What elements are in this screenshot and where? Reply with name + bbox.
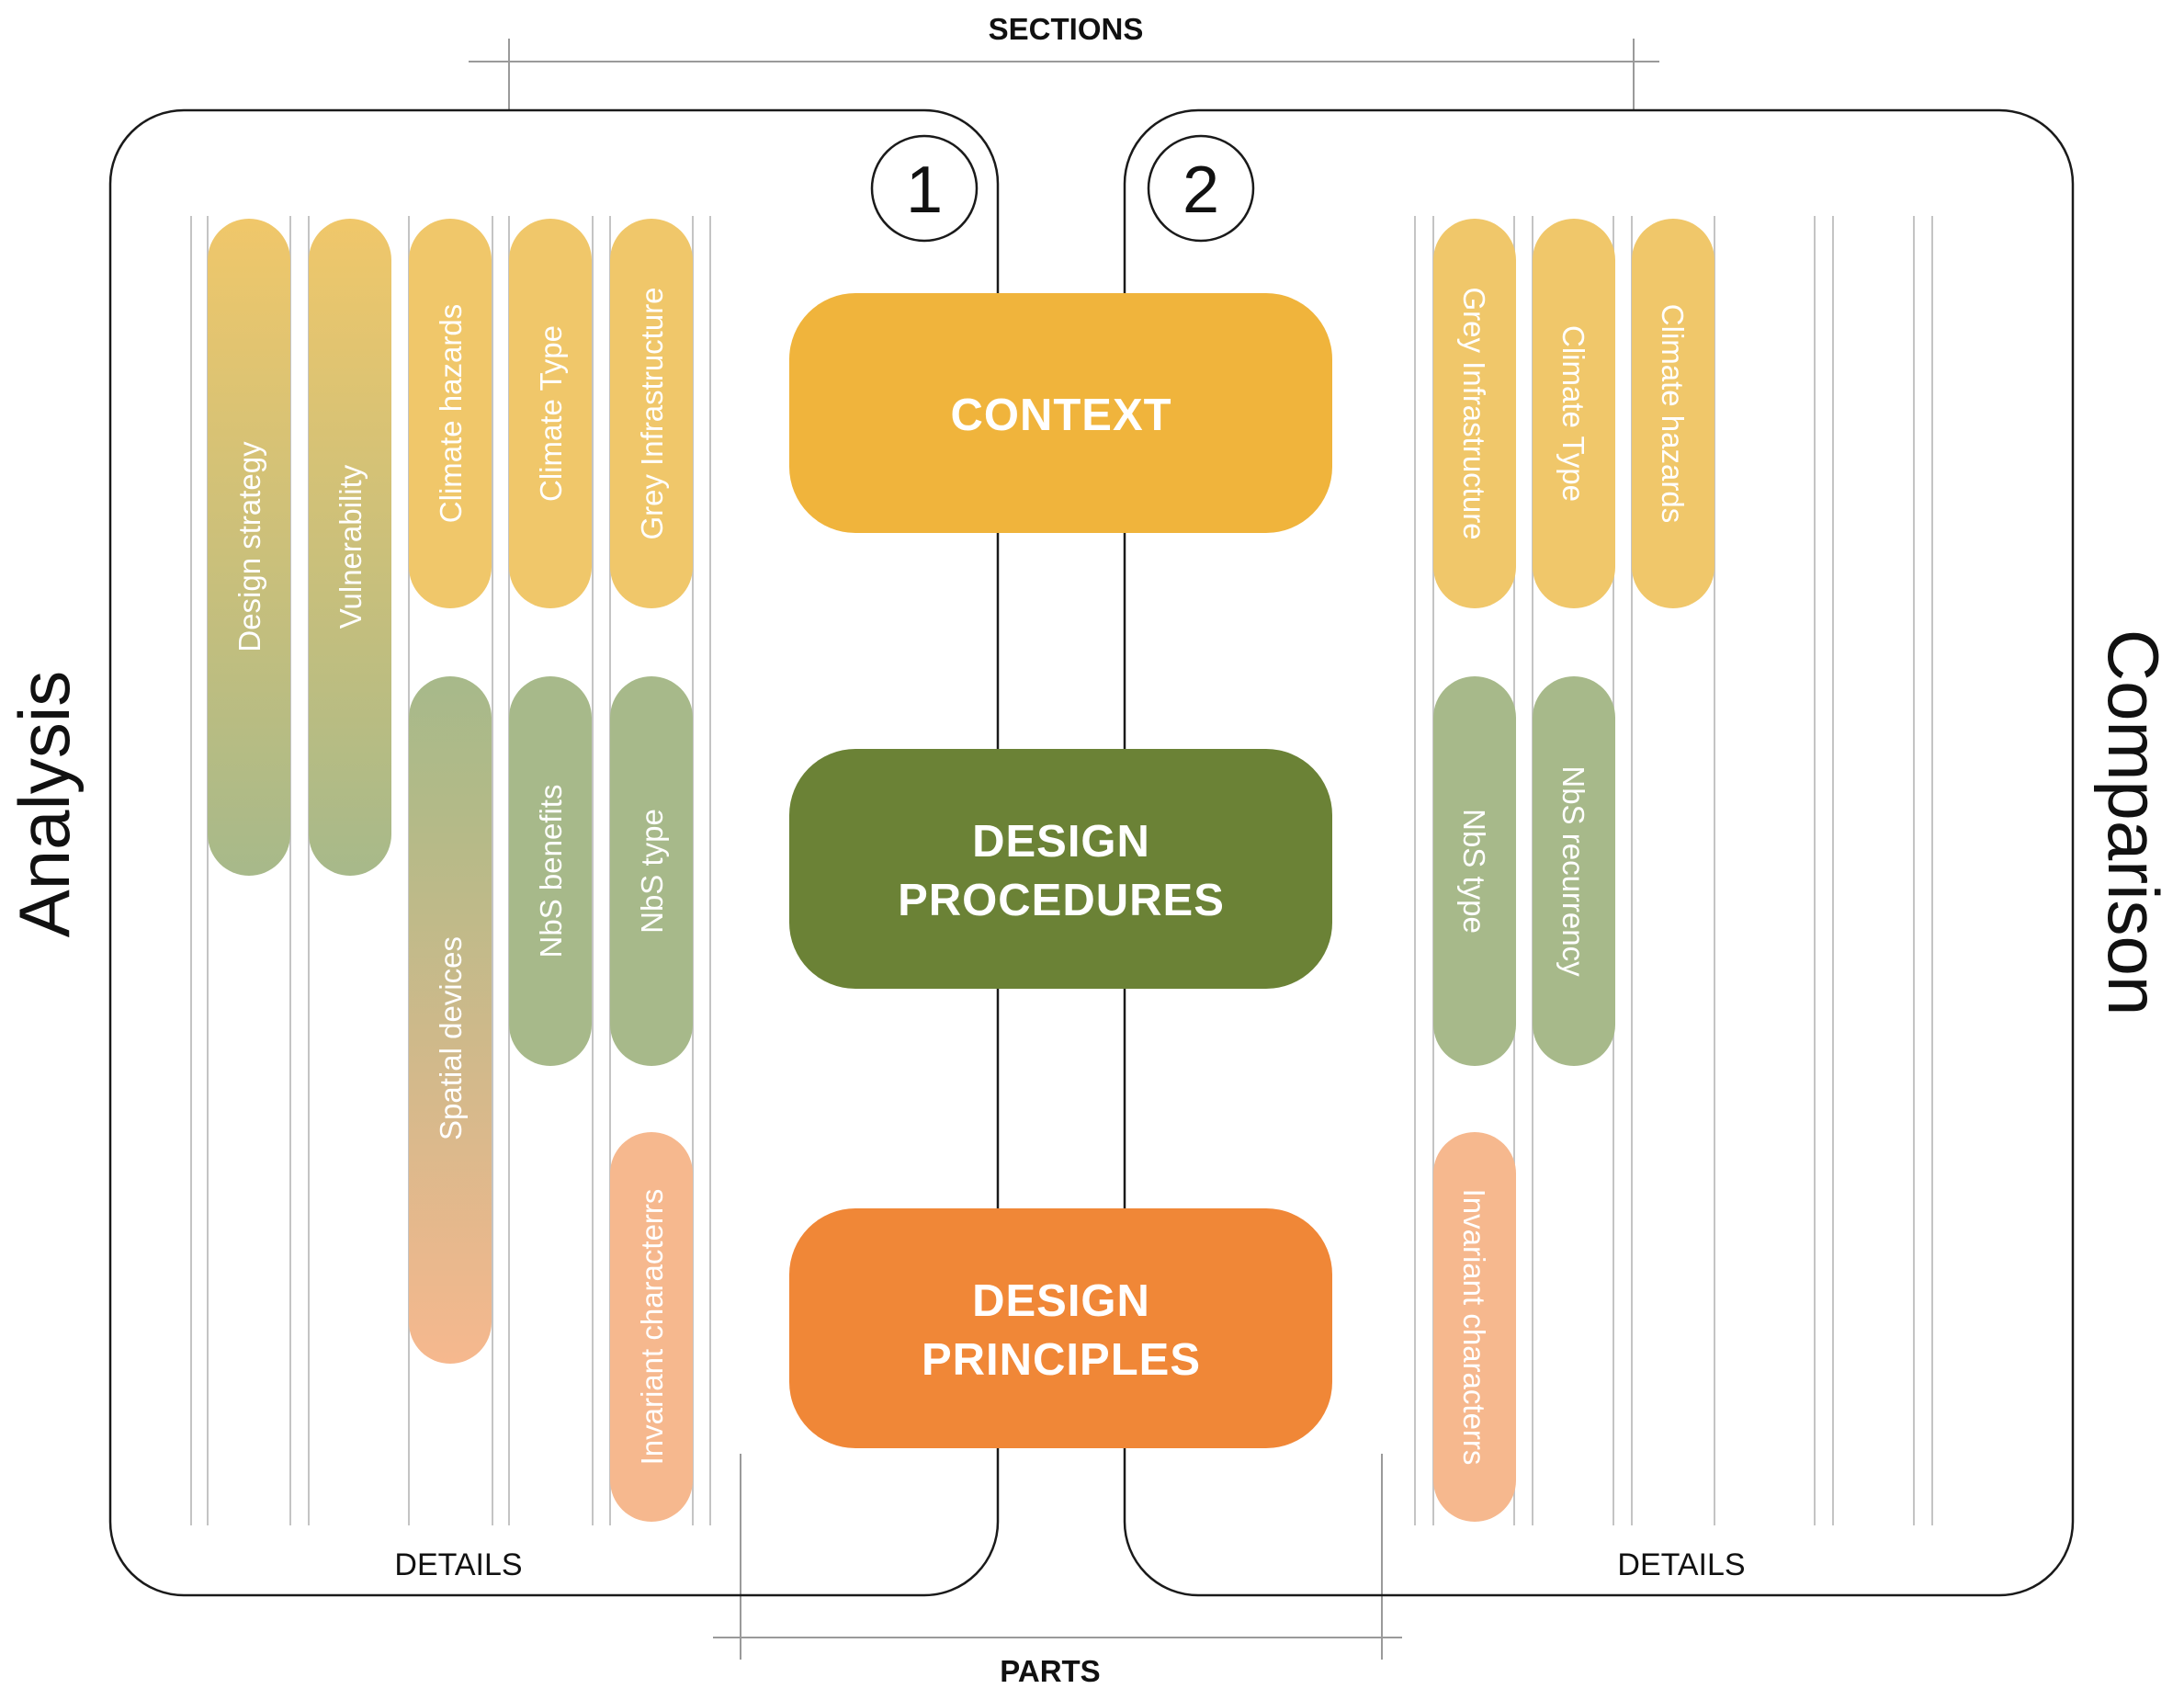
design-principles-box: DESIGN PRINCIPLES [789,1208,1332,1448]
number-1: 1 [906,153,943,227]
panel-right-outline [1123,108,2075,1597]
sections-dimension [469,39,1659,110]
pill-right-climate-hazards [1632,219,1714,608]
design-principles-label-line2: PRINCIPLES [922,1335,1201,1385]
pill-right-label-nbs-recurrency: NbS recurrency [1556,765,1590,977]
pill-vulnerability [309,219,391,876]
details-label-left: DETAILS [394,1547,522,1582]
panel-left-outline [108,108,1000,1597]
pill-label-spatial-devices: Spatial devices [434,936,468,1140]
pill-right-grey-infrastructure [1433,219,1516,608]
pill-design-strategy [208,219,290,876]
pill-right-invariant-characters [1433,1132,1516,1522]
pill-label-climate-hazards: Climate hazards [434,304,468,523]
left-pills: Design strategy Vulnerability Climate ha… [208,219,693,1522]
comparison-title: Comparison [2093,629,2174,1016]
context-box: CONTEXT [789,293,1332,533]
pill-label-nbs-benefits: NbS benefits [534,785,568,958]
pill-right-climate-type [1533,219,1615,608]
pill-label-nbs-type: NbS type [635,809,669,934]
number-circle-2 [1147,134,1255,243]
pill-climate-hazards [409,219,492,608]
design-procedures-label-line2: PROCEDURES [898,876,1225,925]
pill-right-label-climate-type: Climate Type [1556,325,1590,502]
pill-grey-infrastructure [610,219,693,608]
parts-label: PARTS [1000,1654,1100,1688]
pill-invariant-characters [610,1132,693,1522]
details-label-right: DETAILS [1617,1547,1745,1582]
sections-label: SECTIONS [989,12,1144,46]
context-box-label: CONTEXT [950,391,1171,440]
pill-label-grey-infrastructure: Grey Infrastructure [635,287,669,539]
right-pills: Grey Infrastructure Climate Type Climate… [1433,219,1714,1522]
pill-right-label-grey-infrastructure: Grey Infrastructure [1457,287,1491,539]
pill-right-nbs-type [1433,676,1516,1066]
pill-label-climate-type: Climate Type [534,325,568,502]
analysis-title: Analysis [4,671,85,937]
number-2: 2 [1183,153,1219,227]
pill-right-label-climate-hazards: Climate hazards [1656,304,1690,523]
pill-right-nbs-recurrency [1533,676,1615,1066]
pill-right-label-invariant-characters: Invariant characterrs [1457,1189,1491,1466]
design-procedures-label-line1: DESIGN [972,817,1150,867]
pill-label-design-strategy: Design strategy [232,441,266,652]
parts-dimension [713,1454,1402,1660]
pill-spatial-devices [409,676,492,1364]
number-circle-1 [870,134,979,243]
pill-climate-type [509,219,592,608]
pill-label-vulnerability: Vulnerability [334,464,368,629]
pill-nbs-benefits [509,676,592,1066]
pill-right-label-nbs-type: NbS type [1457,809,1491,934]
design-procedures-box: DESIGN PROCEDURES [789,749,1332,989]
pill-label-invariant-characters: Invariant characterrs [635,1189,669,1466]
design-principles-label-line1: DESIGN [972,1276,1150,1326]
pill-nbs-type [610,676,693,1066]
